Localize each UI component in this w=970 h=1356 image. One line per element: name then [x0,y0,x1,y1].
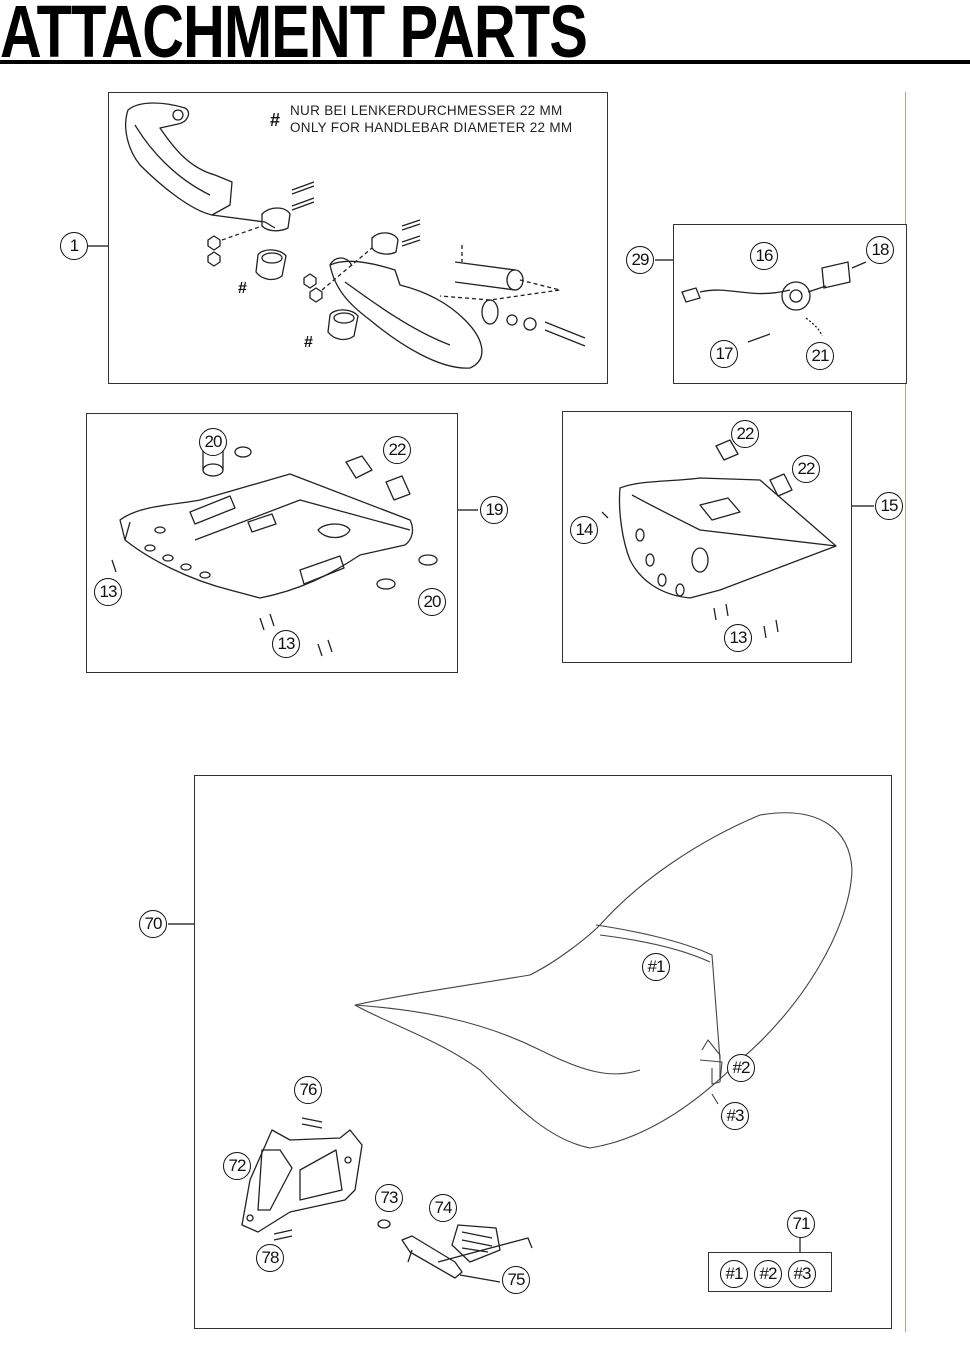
title-underline [0,60,970,64]
callout-20: 20 [199,428,227,456]
callout-17: 17 [710,340,738,368]
hash-mark: # [304,334,313,351]
callout-group-hash1: #1 [720,1260,748,1288]
callout-22: 22 [731,420,759,448]
note-line-en: ONLY FOR HANDLEBAR DIAMETER 22 MM [290,120,573,135]
callout-75: 75 [502,1266,530,1294]
callout-20: 20 [418,588,446,616]
callout-78: 78 [256,1244,284,1272]
callout-hash3: #3 [721,1102,749,1130]
handlebar-note: NUR BEI LENKERDURCHMESSER 22 MM ONLY FOR… [290,102,572,136]
callout-13: 13 [272,630,300,658]
callout-hash2: #2 [727,1054,755,1082]
callout-21: 21 [806,342,834,370]
callout-group-hash3: #3 [788,1260,816,1288]
callout-72: 72 [223,1152,251,1180]
page-header: ATTACHMENT PARTS [0,0,970,73]
callout-70: 70 [139,910,167,938]
page-title: ATTACHMENT PARTS [0,0,588,73]
callout-hash1: #1 [642,953,670,981]
callout-74: 74 [429,1194,457,1222]
callout-14: 14 [570,516,598,544]
panel-handguards [108,92,608,384]
callout-13: 13 [94,578,122,606]
callout-22: 22 [383,436,411,464]
callout-15: 15 [875,492,903,520]
callout-1: 1 [60,232,88,260]
callout-73: 73 [375,1184,403,1212]
callout-19: 19 [480,496,508,524]
callout-18: 18 [866,236,894,264]
callout-16: 16 [750,242,778,270]
note-line-de: NUR BEI LENKERDURCHMESSER 22 MM [290,103,563,118]
callout-29: 29 [626,246,654,274]
callout-group-hash2: #2 [754,1260,782,1288]
callout-71: 71 [787,1210,815,1238]
seat-kit-group [708,1252,832,1292]
panel-engine-guard [562,411,852,663]
hash-mark: # [238,280,247,297]
page-margin-rule [905,92,906,1332]
note-hash-symbol: # [270,110,281,130]
callout-22: 22 [792,455,820,483]
callout-13: 13 [724,624,752,652]
panel-seat [194,775,892,1329]
callout-76: 76 [294,1076,322,1104]
